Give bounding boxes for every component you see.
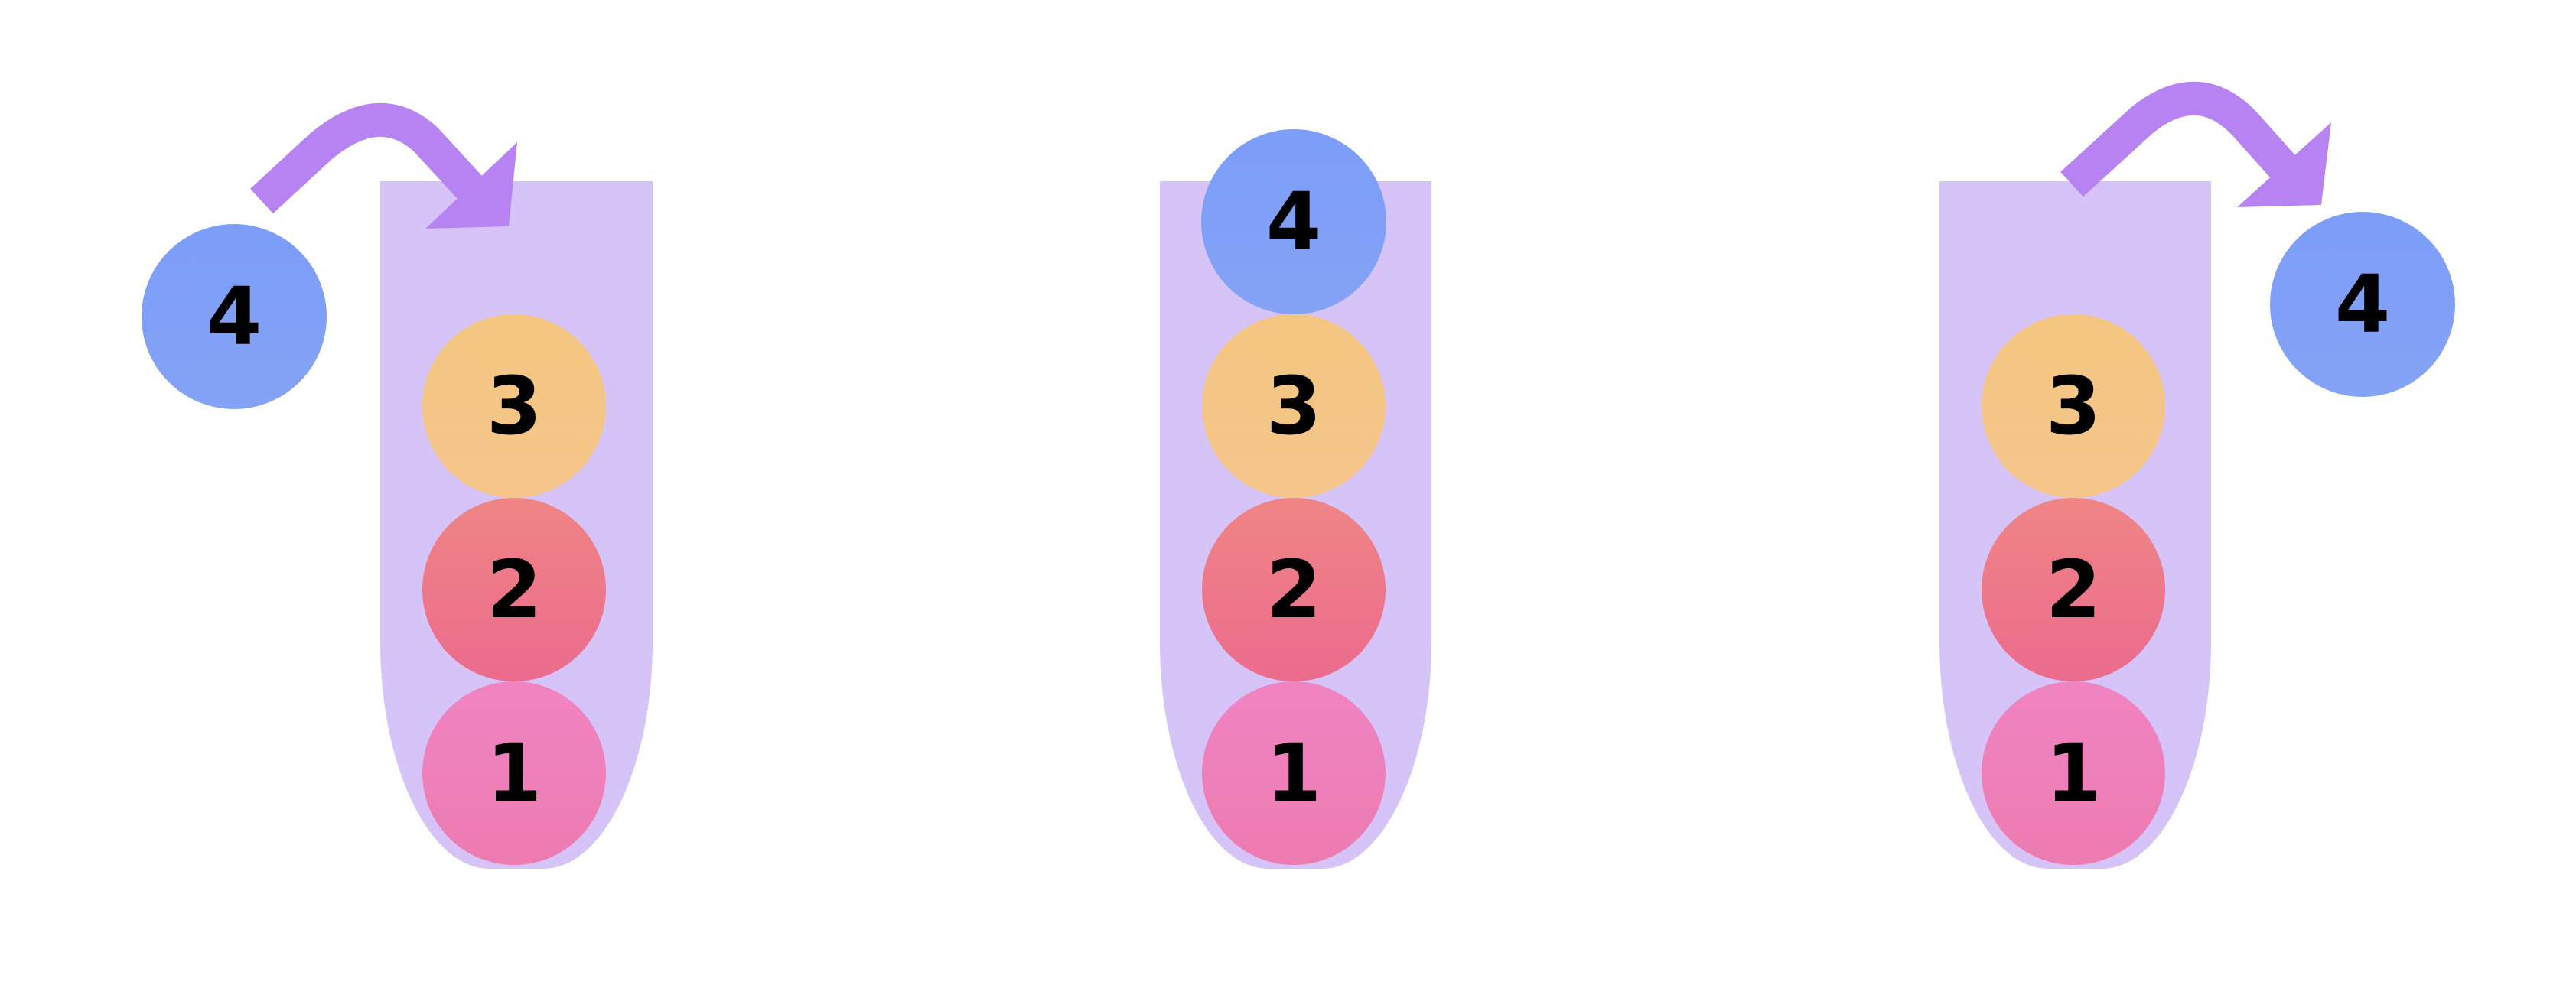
ball-2: 2 (1982, 498, 2165, 681)
arrow-down-right-icon (250, 102, 517, 229)
ball-3-label: 3 (487, 359, 542, 453)
ball-1-label: 1 (2046, 727, 2101, 820)
arrow-up-right-icon (2060, 81, 2331, 207)
ball-1: 1 (1202, 681, 1386, 865)
ball-4-label: 4 (1266, 175, 1321, 268)
ball-2: 2 (1202, 498, 1386, 681)
ball-3: 3 (422, 314, 606, 498)
panel-pop: 1 2 3 4 (1939, 81, 2455, 869)
ball-3-label: 3 (1266, 359, 1321, 453)
ball-1: 1 (1982, 681, 2165, 865)
ball-2-label: 2 (2046, 543, 2101, 636)
ball-3: 3 (1202, 314, 1386, 498)
ball-3-label: 3 (2046, 359, 2101, 453)
ball-1-label: 1 (487, 727, 542, 820)
panel-push: 1 2 3 4 (142, 102, 653, 869)
ball-4-label: 4 (207, 270, 262, 363)
ball-4: 4 (1201, 129, 1386, 314)
ball-4-label: 4 (2335, 258, 2390, 351)
ball-1: 1 (422, 681, 606, 865)
ball-4: 4 (2270, 212, 2455, 397)
ball-2-label: 2 (487, 543, 542, 636)
ball-3: 3 (1982, 314, 2165, 498)
ball-1-label: 1 (1266, 727, 1321, 820)
ball-2-label: 2 (1266, 543, 1321, 636)
panel-stack: 1 2 3 4 (1160, 129, 1431, 869)
ball-2: 2 (422, 498, 606, 681)
ball-4: 4 (142, 224, 327, 409)
